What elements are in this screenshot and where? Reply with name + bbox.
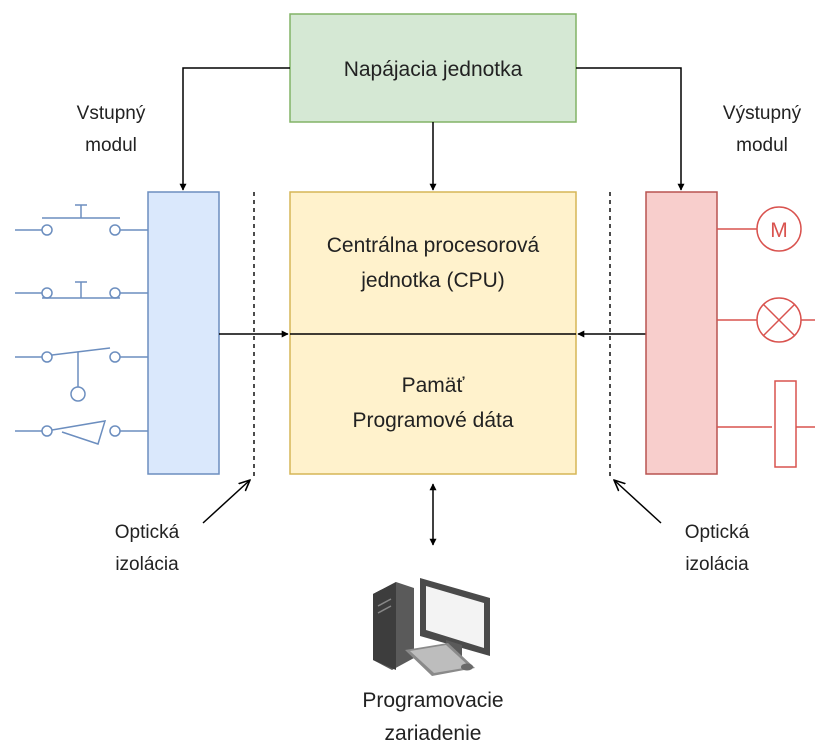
optical-isolation-left-callout: Optická izolácia <box>115 480 250 575</box>
output-module-label-line2: modul <box>736 135 788 156</box>
memory-label-line1: Pamäť <box>402 374 466 397</box>
motor-label: M <box>770 219 788 242</box>
optical-isolation-left-label-line2: izolácia <box>115 554 179 575</box>
optical-isolation-right-callout: Optická izolácia <box>614 480 750 575</box>
optical-isolation-right-arrow <box>614 480 662 524</box>
power-lines <box>179 67 685 191</box>
pushbutton-nc-icon <box>15 281 148 299</box>
memory-label-line2: Programové dáta <box>352 409 513 432</box>
cpu-box <box>289 191 577 475</box>
input-module-box <box>147 191 220 475</box>
float-switch-icon <box>15 347 148 402</box>
input-module-label-line1: Vstupný <box>77 103 146 124</box>
optical-isolation-left-label-line1: Optická <box>115 522 180 543</box>
power-to-output-arrow <box>576 67 685 191</box>
output-module: Výstupný modul <box>645 103 802 475</box>
optical-isolation-right-label-line2: izolácia <box>685 554 749 575</box>
motor-icon: M <box>717 206 802 252</box>
output-module-label-line1: Výstupný <box>723 103 802 124</box>
pushbutton-no-icon <box>15 204 148 236</box>
programming-device-label-line2: zariadenie <box>385 722 482 744</box>
computer-icon <box>373 578 490 676</box>
input-module-label-line2: modul <box>85 135 137 156</box>
lamp-icon <box>717 297 815 343</box>
cpu-label-line2: jednotka (CPU) <box>360 269 505 292</box>
power-unit: Napájacia jednotka <box>289 13 577 123</box>
input-module: Vstupný modul <box>77 103 220 475</box>
power-to-input-arrow <box>179 67 290 191</box>
programming-device-label-line1: Programovacie <box>362 689 503 712</box>
limit-switch-icon <box>15 420 148 445</box>
optical-isolation-left-arrow <box>202 480 250 524</box>
cpu-label-line1: Centrálna procesorová <box>327 234 540 257</box>
power-unit-label: Napájacia jednotka <box>344 58 523 81</box>
optical-isolation-right-label-line1: Optická <box>685 522 750 543</box>
solenoid-icon <box>717 380 815 468</box>
input-sensors <box>15 204 148 445</box>
power-unit-box <box>289 13 577 123</box>
output-module-box <box>645 191 718 475</box>
cpu-block: Centrálna procesorová jednotka (CPU) Pam… <box>289 191 577 475</box>
output-actuators: M <box>717 206 815 468</box>
